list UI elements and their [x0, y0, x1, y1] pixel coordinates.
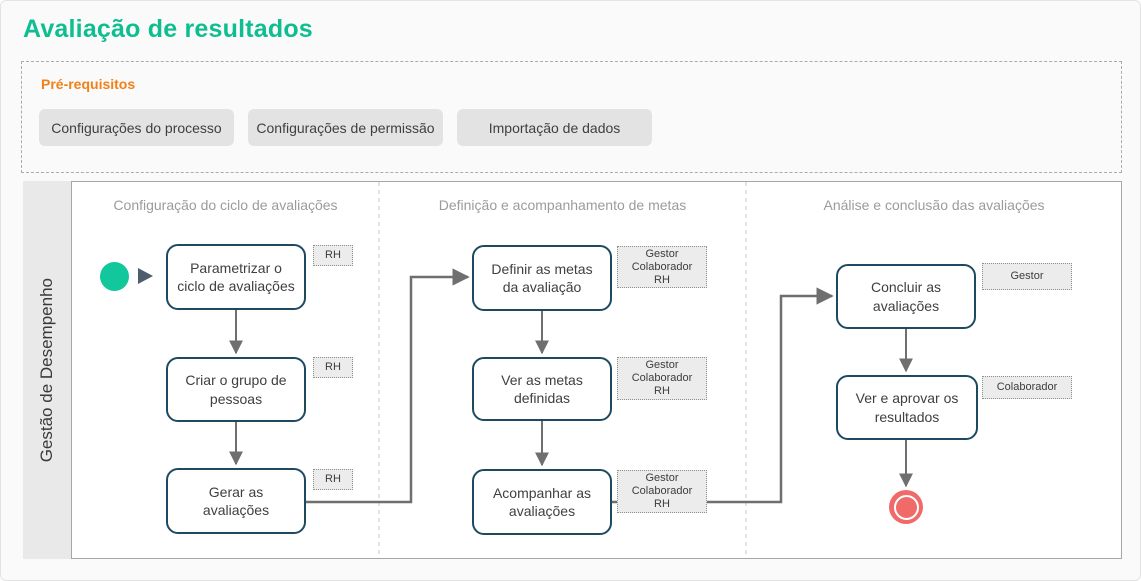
column-header-definicao: Definição e acompanhamento de metas: [438, 197, 687, 213]
column-header-configuracao: Configuração do ciclo de avaliações: [113, 197, 338, 213]
role-label: RH: [325, 249, 341, 261]
swimlane-label: Gestão de Desempenho: [37, 277, 56, 463]
chip-configuracoes-de-permissao[interactable]: Configurações de permissão: [248, 109, 443, 146]
role-chip-colaborador: Colaborador: [982, 376, 1072, 399]
diagram-canvas: Configuração do ciclo de avaliações Defi…: [71, 181, 1122, 559]
role-label: RH: [654, 498, 670, 510]
role-label: Colaborador: [631, 260, 693, 273]
role-chip-gestor-colaborador-rh-2: Gestor Colaborador RH: [617, 357, 707, 400]
swimlane-label-strip: Gestão de Desempenho: [23, 181, 71, 559]
role-label: Gestor: [1010, 270, 1044, 282]
role-chip-rh-1: RH: [313, 245, 353, 266]
role-label: Colaborador: [996, 381, 1058, 393]
task-parametrizar-ciclo[interactable]: Parametrizar o ciclo de avaliações: [166, 244, 306, 310]
task-ver-metas-definidas[interactable]: Ver as metas definidas: [472, 357, 612, 421]
role-chip-gestor: Gestor: [982, 263, 1072, 290]
end-event-inner-ring: [893, 494, 919, 520]
role-chip-rh-2: RH: [313, 357, 353, 378]
role-label: Gestor: [645, 472, 679, 484]
task-gerar-avaliacoes[interactable]: Gerar as avaliações: [166, 468, 306, 534]
connector-gerar-to-definir: [306, 268, 470, 504]
role-chip-gestor-colaborador-rh-1: Gestor Colaborador RH: [617, 246, 707, 288]
role-label: RH: [654, 273, 670, 286]
role-label: Colaborador: [631, 372, 693, 384]
task-ver-aprovar-resultados[interactable]: Ver e aprovar os resultados: [836, 375, 978, 440]
chip-configuracoes-do-processo[interactable]: Configurações do processo: [39, 109, 234, 146]
role-label: RH: [325, 473, 341, 485]
chip-importacao-de-dados[interactable]: Importação de dados: [457, 109, 652, 146]
role-label: RH: [325, 361, 341, 373]
role-chip-gestor-colaborador-rh-3: Gestor Colaborador RH: [617, 470, 707, 513]
play-triangle-icon: [138, 268, 153, 284]
prerequisites-chip-row: Configurações do processo Configurações …: [39, 109, 652, 146]
start-event-icon: [100, 262, 129, 291]
prerequisites-label: Pré-requisitos: [41, 76, 136, 92]
role-label: Colaborador: [631, 485, 693, 497]
role-label: Gestor: [645, 359, 679, 371]
page-title: Avaliação de resultados: [23, 15, 313, 43]
task-concluir-avaliacoes[interactable]: Concluir as avaliações: [836, 264, 976, 329]
prerequisites-panel: Pré-requisitos Configurações do processo…: [21, 61, 1122, 173]
role-label: RH: [654, 385, 670, 397]
column-header-analise: Análise e conclusão das avaliações: [823, 197, 1045, 213]
role-label: Gestor: [645, 247, 679, 260]
task-acompanhar-avaliacoes[interactable]: Acompanhar as avaliações: [472, 469, 612, 535]
swimlane-diagram: Gestão de Desempenho C: [23, 181, 1122, 559]
task-definir-metas[interactable]: Definir as metas da avaliação: [472, 245, 612, 311]
task-criar-grupo-pessoas[interactable]: Criar o grupo de pessoas: [166, 357, 306, 422]
end-event-icon: [889, 490, 923, 524]
role-chip-rh-3: RH: [313, 469, 353, 490]
